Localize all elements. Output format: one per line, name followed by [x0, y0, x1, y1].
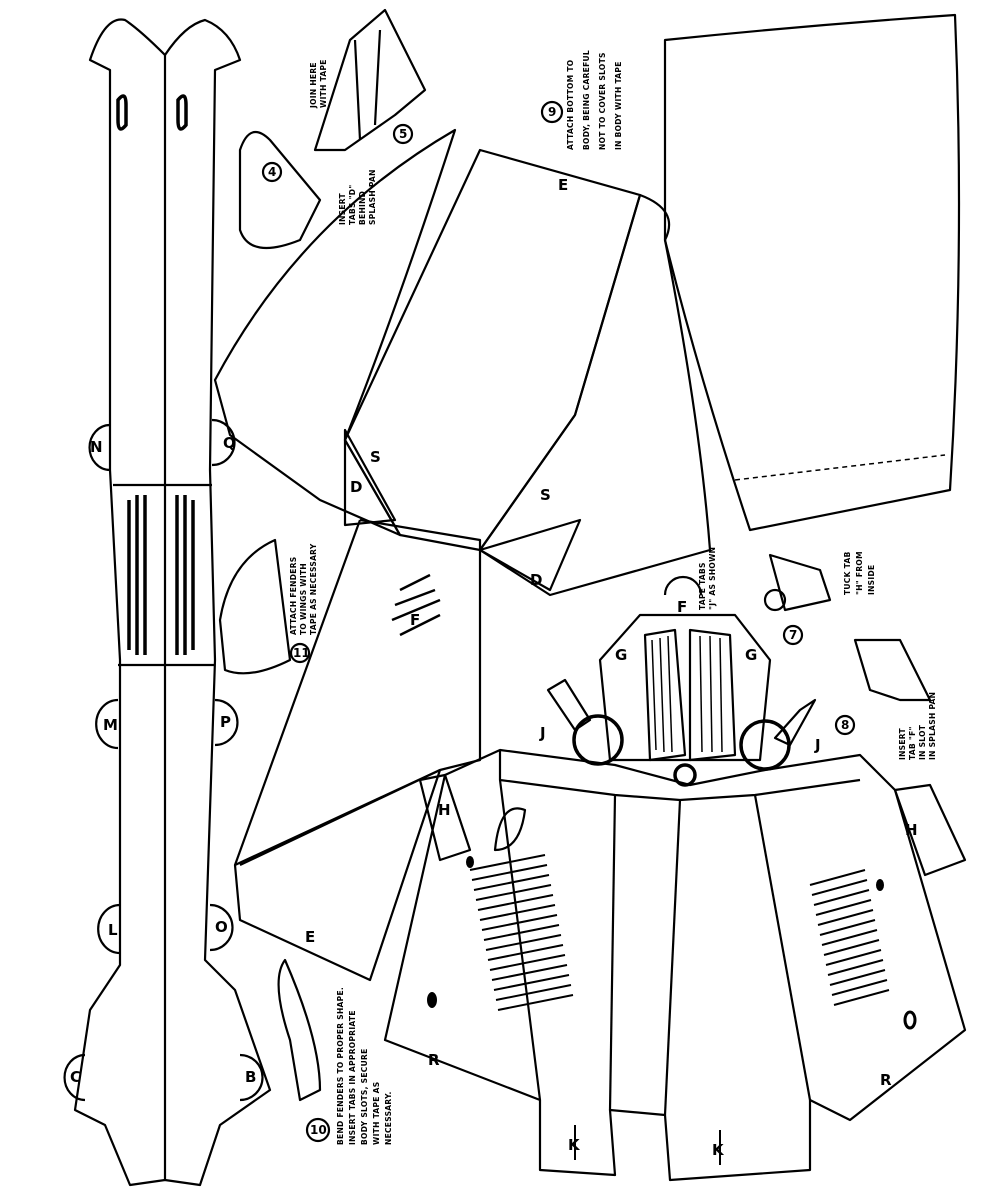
instruction-11: ATTACH FENDERS TO WINGS WITH TAPE AS NEC… [289, 543, 318, 664]
tab-label-p: P [220, 713, 231, 731]
svg-text:WITH TAPE AS: WITH TAPE AS [372, 1082, 381, 1145]
svg-text:ATTACH FENDERS: ATTACH FENDERS [289, 557, 298, 636]
tab-label-m: M [103, 716, 118, 734]
tab-label-h-left: H [438, 801, 451, 819]
lower-body: H H K K R R [383, 748, 967, 1182]
svg-text:TAPE TABS: TAPE TABS [698, 562, 707, 610]
tab-label-h-right: H [905, 821, 918, 839]
svg-text:8: 8 [841, 718, 849, 732]
tab-label-k-right: K [712, 1141, 725, 1159]
svg-text:NECESSARY.: NECESSARY. [384, 1091, 393, 1145]
tab-label-r-right: R [880, 1071, 892, 1089]
tab-label-d-left: D [350, 478, 362, 496]
svg-text:TABS "D": TABS "D" [348, 184, 357, 225]
svg-text:INSERT TABS IN APPROPRIATE: INSERT TABS IN APPROPRIATE [348, 1010, 357, 1145]
svg-text:INSERT: INSERT [338, 192, 347, 225]
tab-label-j-right: J [814, 736, 821, 754]
svg-text:INSIDE: INSIDE [867, 565, 876, 595]
svg-text:TO WINGS WITH: TO WINGS WITH [299, 563, 308, 635]
fender-strip: N Q M P L O C B [63, 18, 272, 1187]
panel-label-f: F [410, 611, 420, 629]
svg-text:BODY SLOTS, SECURE: BODY SLOTS, SECURE [360, 1049, 369, 1146]
svg-text:JOIN HERE: JOIN HERE [309, 62, 318, 109]
bottom-panel [663, 13, 961, 532]
svg-text:IN SPLASH PAN: IN SPLASH PAN [928, 692, 937, 760]
svg-text:IN BODY WITH TAPE: IN BODY WITH TAPE [614, 61, 623, 150]
svg-text:TAB "F": TAB "F" [908, 726, 917, 760]
tab-label-n: N [90, 438, 103, 456]
svg-text:11: 11 [293, 646, 310, 660]
svg-text:"J" AS SHOWN: "J" AS SHOWN [708, 547, 717, 610]
step-circle [392, 123, 414, 145]
instruction-6: TUCK TAB "H" FROM INSIDE [843, 551, 876, 595]
svg-text:BEND FENDERS TO PROPER SHAPE.: BEND FENDERS TO PROPER SHAPE. [336, 987, 345, 1145]
svg-text:4: 4 [268, 165, 276, 179]
svg-text:BEHIND: BEHIND [358, 191, 367, 225]
tab-label-k-left: K [568, 1136, 581, 1154]
tab-label-d-right: D [530, 571, 542, 589]
svg-text:NOT TO COVER SLOTS: NOT TO COVER SLOTS [598, 52, 607, 150]
tab-label-q: Q [223, 434, 236, 452]
svg-text:7: 7 [789, 628, 797, 642]
assembly-sketches [218, 8, 932, 1102]
svg-text:ATTACH BOTTOM TO: ATTACH BOTTOM TO [566, 60, 575, 150]
svg-text:SPLASH PAN: SPLASH PAN [368, 169, 377, 225]
tab-label-l: L [108, 921, 118, 939]
hood-assembly: F G G J J [539, 575, 821, 787]
svg-text:TAPE AS NECESSARY: TAPE AS NECESSARY [309, 543, 318, 635]
panel-label-e-bottom: E [305, 928, 315, 946]
instruction-7: TAPE TABS "J" AS SHOWN 7 [698, 547, 804, 646]
svg-text:BODY, BEING CAREFUL: BODY, BEING CAREFUL [582, 50, 591, 150]
svg-text:10: 10 [310, 1123, 327, 1137]
instruction-10: 10 BEND FENDERS TO PROPER SHAPE. INSERT … [305, 987, 393, 1146]
tab-label-r-left: R [428, 1051, 440, 1069]
svg-text:TUCK TAB: TUCK TAB [843, 551, 852, 595]
tab-label-c: C [70, 1068, 81, 1086]
panel-label-e-top: E [558, 176, 568, 194]
tab-label-f-hood: F [677, 598, 687, 616]
instruction-8: 8 INSERT TAB "F" IN SLOT IN SPLASH PAN [834, 692, 937, 760]
tab-label-b: B [245, 1068, 256, 1086]
tab-label-o: O [215, 918, 228, 936]
svg-text:IN SLOT: IN SLOT [918, 724, 927, 760]
instruction-4: INSERT TABS "D" BEHIND SPLASH PAN 4 [261, 161, 377, 225]
svg-text:9: 9 [548, 105, 556, 119]
instruction-9: 9 ATTACH BOTTOM TO BODY, BEING CAREFUL N… [540, 50, 623, 150]
svg-text:5: 5 [399, 127, 407, 141]
tab-label-s-left: S [370, 448, 381, 466]
instruction-notes: JOIN HERE WITH TAPE 5 INSERT TABS "D" BE… [261, 50, 937, 1146]
tab-label-g-right: G [745, 646, 757, 664]
tab-label-s-right: S [540, 486, 551, 504]
svg-text:WITH TAPE: WITH TAPE [319, 59, 328, 108]
instruction-5: JOIN HERE WITH TAPE 5 [309, 59, 414, 145]
svg-text:INSERT: INSERT [898, 727, 907, 760]
tab-label-j-left: J [539, 724, 546, 742]
svg-text:"H" FROM: "H" FROM [855, 551, 864, 595]
tab-label-g-left: G [615, 646, 627, 664]
